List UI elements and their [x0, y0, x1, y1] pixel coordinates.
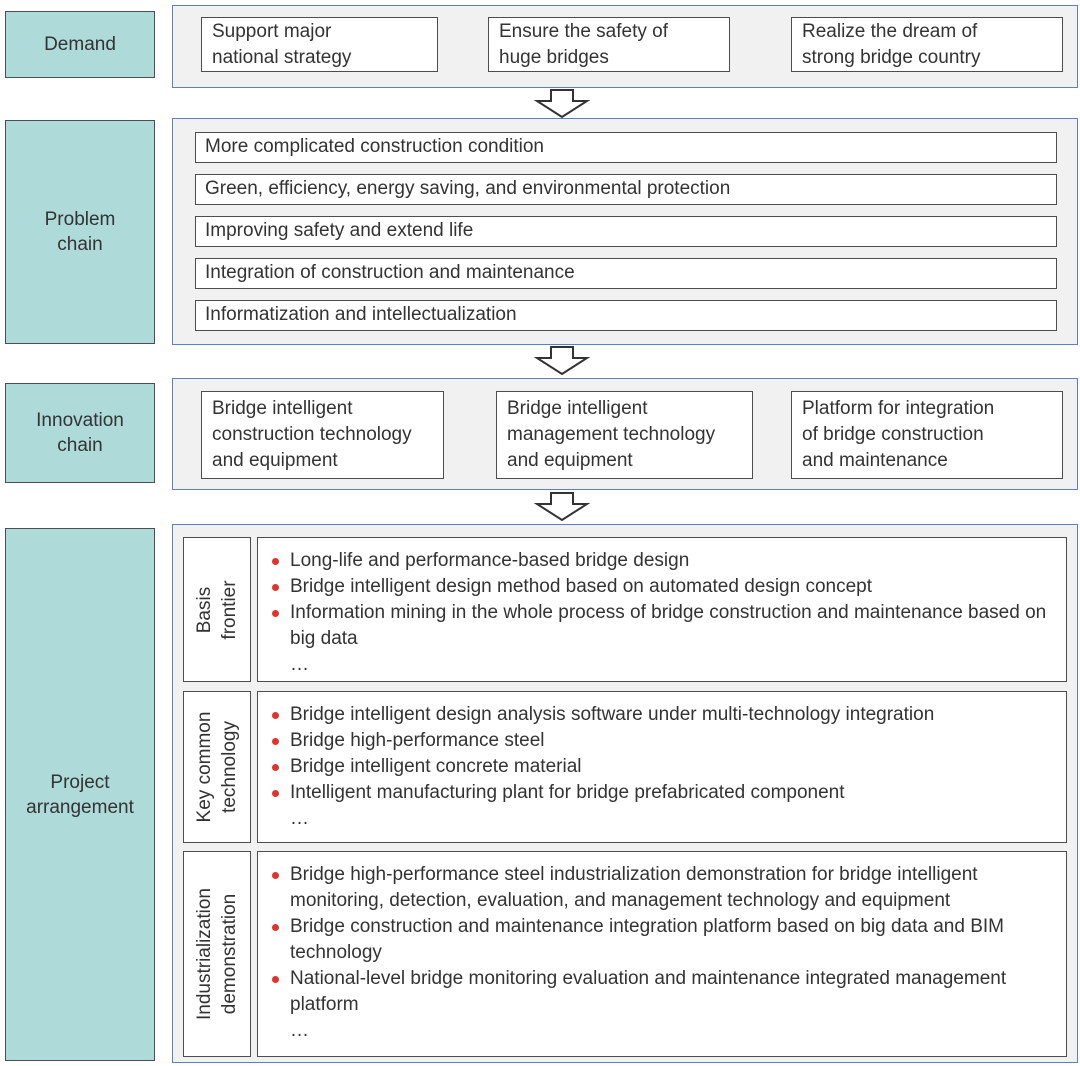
demand-box-2: Ensure the safety of huge bridges [488, 17, 730, 72]
innovation-box-3-line-2: of bridge construction [802, 424, 984, 445]
demand-box-3-line-2: strong bridge country [802, 46, 981, 68]
bullet-icon [272, 790, 279, 797]
bullet-text: Bridge intelligent concrete material [290, 756, 582, 777]
bullet-item: Bridge high-performance steel industrial… [266, 862, 1058, 914]
industrialization-demonstration-title-line-1: Industrialization [194, 887, 215, 1021]
ellipsis: … [290, 808, 309, 829]
bullet-item: Bridge high-performance steel [266, 728, 1058, 754]
problem-item-2: Green, efficiency, energy saving, and en… [195, 174, 1057, 205]
bullet-item: Bridge intelligent design method based o… [266, 574, 1058, 600]
bullet-item: Long-life and performance-based bridge d… [266, 548, 1058, 574]
demand-box-2-line-2: huge bridges [499, 46, 609, 68]
innovation-box-3-line-1: Platform for integration [802, 398, 995, 419]
innovation-chain-container: Bridge intelligent construction technolo… [172, 378, 1078, 490]
down-arrow-icon [533, 89, 591, 119]
innovation-chain-label-line-1: Innovation [36, 410, 124, 431]
bullet-icon [272, 712, 279, 719]
bullet-text: Bridge construction and maintenance inte… [290, 916, 1005, 963]
innovation-box-1-line-2: construction technology [212, 424, 412, 445]
bullet-item: Intelligent manufacturing plant for brid… [266, 780, 1058, 806]
bullet-text: Intelligent manufacturing plant for brid… [290, 782, 845, 803]
demand-box-1-line-1: Support major [212, 20, 332, 42]
industrialization-demonstration-content: Bridge high-performance steel industrial… [257, 851, 1067, 1057]
innovation-chain-label-box: Innovation chain [5, 383, 155, 483]
bullet-icon [272, 738, 279, 745]
bullet-icon [272, 610, 279, 617]
innovation-box-2: Bridge intelligent management technology… [496, 391, 753, 479]
demand-container: Support major national strategy Ensure t… [172, 5, 1078, 88]
problem-item-1: More complicated construction condition [195, 132, 1057, 163]
bullet-text: National-level bridge monitoring evaluat… [290, 968, 1007, 1015]
key-common-technology-title-line-1: Key common [194, 711, 215, 823]
industrialization-demonstration-title: Industrialization demonstration [192, 888, 242, 1020]
bullet-text: Bridge intelligent design method based o… [290, 576, 873, 597]
down-arrow-icon [533, 492, 591, 522]
innovation-box-1-line-1: Bridge intelligent [212, 398, 353, 419]
bullet-icon [272, 872, 279, 879]
bullet-icon [272, 924, 279, 931]
problem-chain-container: More complicated construction condition … [172, 118, 1078, 345]
innovation-box-2-line-3: and equipment [507, 450, 633, 471]
basis-frontier-title: Basis frontier [192, 580, 242, 639]
bullet-text: Information mining in the whole process … [290, 602, 1047, 649]
demand-box-3-line-1: Realize the dream of [802, 20, 978, 42]
project-arrangement-label-line-1: Project [50, 771, 110, 793]
bullet-icon [272, 584, 279, 591]
industrialization-demonstration-title-box: Industrialization demonstration [183, 851, 251, 1057]
demand-box-1-line-2: national strategy [212, 46, 352, 68]
bullet-item: Information mining in the whole process … [266, 600, 1058, 652]
bullet-item: Bridge intelligent concrete material [266, 754, 1058, 780]
basis-frontier-title-box: Basis frontier [183, 537, 251, 682]
demand-box-2-line-1: Ensure the safety of [499, 20, 668, 42]
problem-item-3: Improving safety and extend life [195, 216, 1057, 247]
bullet-icon [272, 764, 279, 771]
industrialization-demonstration-title-line-2: demonstration [219, 893, 240, 1015]
demand-box-3: Realize the dream of strong bridge count… [791, 17, 1063, 72]
problem-chain-label-box: Problem chain [5, 120, 155, 344]
key-common-technology-content: Bridge intelligent design analysis softw… [257, 691, 1067, 843]
ellipsis: … [290, 654, 309, 675]
innovation-box-3: Platform for integration of bridge const… [791, 391, 1063, 479]
bullet-text: Bridge high-performance steel industrial… [290, 864, 978, 911]
key-common-technology-title-line-2: technology [219, 721, 240, 813]
innovation-chain-label-line-2: chain [57, 435, 103, 456]
basis-frontier-title-line-1: Basis [194, 586, 215, 633]
innovation-box-1: Bridge intelligent construction technolo… [201, 391, 444, 479]
key-common-technology-title: Key common technology [192, 712, 242, 823]
bullet-item: National-level bridge monitoring evaluat… [266, 966, 1058, 1018]
basis-frontier-title-line-2: frontier [219, 579, 240, 640]
demand-label-box: Demand [5, 11, 155, 78]
down-arrow-icon [533, 346, 591, 376]
project-arrangement-container: Basis frontier Long-life and performance… [172, 524, 1078, 1063]
bullet-text: Bridge intelligent design analysis softw… [290, 704, 935, 725]
problem-item-5: Informatization and intellectualization [195, 300, 1057, 331]
innovation-box-1-line-3: and equipment [212, 450, 338, 471]
demand-box-1: Support major national strategy [201, 17, 438, 72]
demand-label: Demand [44, 34, 116, 55]
problem-chain-label-line-2: chain [57, 234, 103, 255]
bullet-item: Bridge intelligent design analysis softw… [266, 702, 1058, 728]
problem-item-4: Integration of construction and maintena… [195, 258, 1057, 289]
innovation-box-2-line-1: Bridge intelligent [507, 398, 648, 419]
project-arrangement-label-line-2: arrangement [26, 796, 134, 818]
innovation-box-2-line-2: management technology [507, 424, 716, 445]
bullet-icon [272, 976, 279, 983]
bullet-text: Bridge high-performance steel [290, 730, 545, 751]
basis-frontier-content: Long-life and performance-based bridge d… [257, 537, 1067, 682]
innovation-box-3-line-3: and maintenance [802, 450, 948, 471]
key-common-technology-title-box: Key common technology [183, 691, 251, 843]
bullet-icon [272, 558, 279, 565]
ellipsis: … [290, 1020, 309, 1041]
bullet-item: Bridge construction and maintenance inte… [266, 914, 1058, 966]
problem-chain-label-line-1: Problem [44, 209, 116, 230]
bullet-text: Long-life and performance-based bridge d… [290, 550, 690, 571]
project-arrangement-label-box: Project arrangement [5, 528, 155, 1061]
